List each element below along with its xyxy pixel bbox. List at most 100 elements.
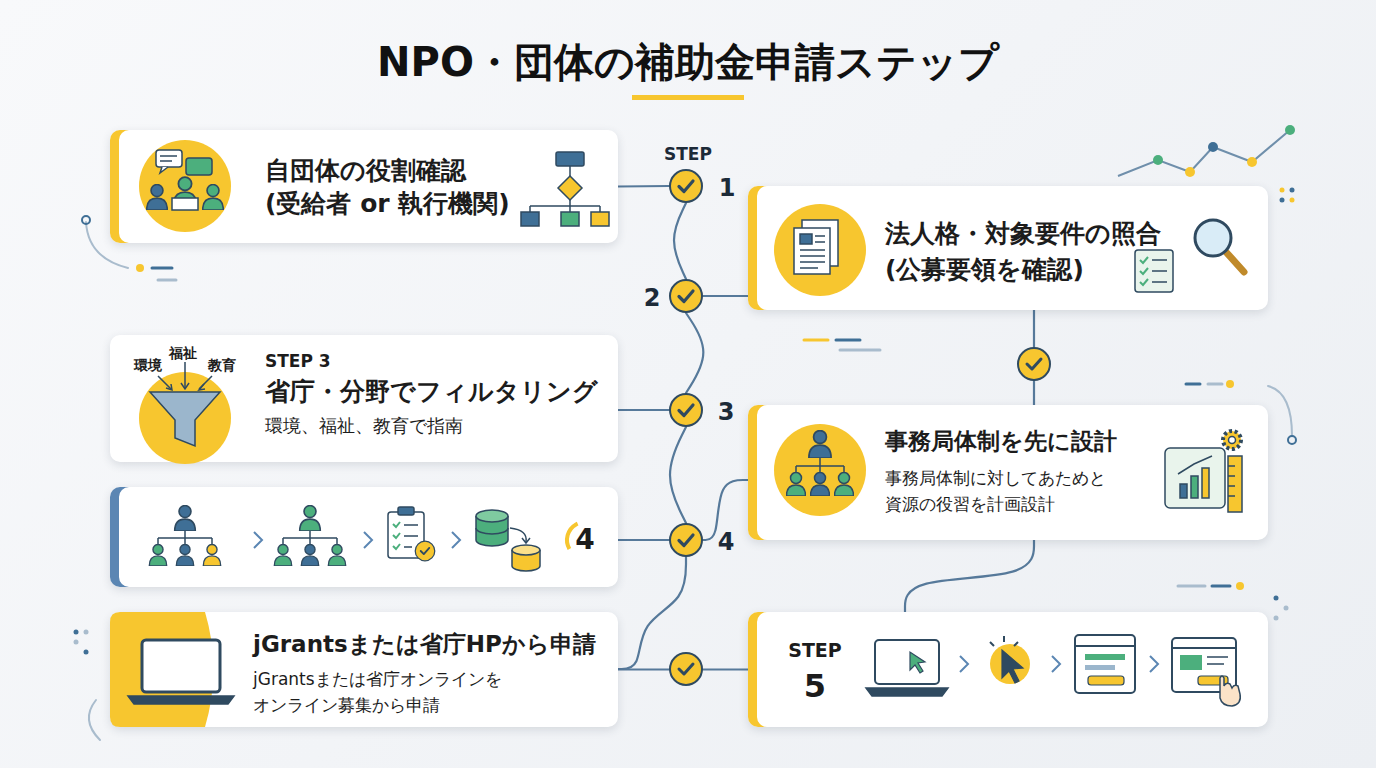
meeting-icon xyxy=(160,155,177,157)
checklist-icon xyxy=(1195,220,1231,256)
junction-check xyxy=(670,653,702,685)
plan-icon xyxy=(1228,456,1242,512)
process-icons xyxy=(203,544,220,566)
plan-icon xyxy=(1180,484,1187,498)
document-icon xyxy=(774,204,866,296)
checklist-icon xyxy=(1135,220,1244,292)
process-icons xyxy=(452,532,460,548)
line-chart-decoration xyxy=(1185,167,1195,177)
node-text: 5 xyxy=(780,666,850,706)
funnel-icon xyxy=(150,392,220,446)
meeting-icon xyxy=(147,185,168,210)
dash-decoration xyxy=(82,216,90,224)
laptop-icon xyxy=(110,612,234,727)
document-icon xyxy=(802,220,838,266)
process-icons xyxy=(149,506,609,571)
flowchart-icon xyxy=(558,176,582,200)
line-chart-decoration xyxy=(1290,188,1295,193)
title-underline xyxy=(632,95,744,100)
line-chart-decoration xyxy=(1118,125,1295,203)
online-flow-icons xyxy=(1150,656,1158,672)
flowchart-icon xyxy=(530,200,600,212)
line-chart-decoration xyxy=(1285,125,1295,135)
connector-line xyxy=(703,295,748,297)
step-circle: 2 xyxy=(669,279,703,313)
dash-decoration xyxy=(74,630,79,635)
dash-decoration xyxy=(84,630,89,635)
laptop-icon xyxy=(128,696,234,704)
online-flow-icons xyxy=(1075,635,1135,693)
process-icons xyxy=(398,507,414,515)
online-flow-icons xyxy=(1207,657,1228,664)
team-icon xyxy=(835,473,854,497)
node-text: 省庁・分野でフィルタリング xyxy=(265,375,610,409)
online-flow-icons xyxy=(866,688,948,696)
dash-decoration xyxy=(804,339,828,342)
check-mark xyxy=(671,281,701,311)
step-number: 4 xyxy=(716,527,736,557)
plan-icon xyxy=(1178,456,1212,474)
flowchart-icon xyxy=(569,166,571,176)
meeting-icon xyxy=(160,167,168,173)
check-mark xyxy=(679,535,693,546)
process-icons xyxy=(300,506,321,531)
step-circle: 4 xyxy=(669,523,703,557)
process-icons xyxy=(476,510,508,522)
online-flow-icons xyxy=(875,640,939,684)
dash-decoration xyxy=(158,279,176,282)
dash-decoration xyxy=(1212,585,1230,588)
connector-line xyxy=(618,668,748,670)
process-icons xyxy=(158,531,212,544)
process-icons xyxy=(254,532,262,548)
node-heading: STEP xyxy=(780,639,850,661)
node-heading: 4 xyxy=(575,523,595,557)
line-chart-decoration xyxy=(1290,198,1295,203)
step-box: STEP 5 xyxy=(748,612,1268,727)
document-icon xyxy=(774,204,866,296)
plan-icon xyxy=(1223,431,1241,449)
dash-decoration xyxy=(84,650,89,655)
flowchart-icon xyxy=(556,152,584,166)
process-icons xyxy=(512,550,540,571)
check-mark xyxy=(671,525,701,555)
process-icons xyxy=(393,522,400,549)
document-icon xyxy=(800,234,812,244)
process-icons xyxy=(512,545,540,555)
check-mark xyxy=(679,291,693,302)
icon-label: 環境 xyxy=(128,356,168,374)
process-icons xyxy=(175,506,196,531)
step-box: 自団体の役割確認 (受給者 or 執行機関) xyxy=(110,130,618,243)
document-icon xyxy=(794,228,830,274)
node-text: 事務局体制に対してあためと 資源の役習を計画設計 xyxy=(885,465,1135,517)
process-icons xyxy=(476,516,508,546)
online-flow-icons xyxy=(1220,676,1240,706)
process-icons xyxy=(522,538,530,543)
online-flow-icons xyxy=(1002,650,1023,683)
process-icons xyxy=(476,528,508,534)
process-icons xyxy=(510,528,526,542)
meeting-icon xyxy=(203,185,224,210)
checklist-icon xyxy=(1152,260,1167,282)
check-mark xyxy=(679,181,693,192)
line-chart-decoration xyxy=(1280,188,1285,193)
connector-line xyxy=(618,185,669,188)
connector-line xyxy=(670,427,686,523)
icon-label: 教育 xyxy=(202,356,242,374)
online-flow-icons xyxy=(866,635,1240,706)
flowchart-icon xyxy=(591,212,609,226)
connector-line xyxy=(618,557,686,669)
dash-decoration xyxy=(1178,585,1205,588)
team-icon xyxy=(796,458,844,472)
line-chart-decoration xyxy=(1247,157,1257,167)
dash-decoration xyxy=(86,222,128,268)
node-text: jGrantsまたは省庁オンラインを オンライン募集から申請 xyxy=(253,666,553,718)
team-icon xyxy=(809,431,831,458)
team-icon xyxy=(774,424,866,516)
node-text: 環境、福祉、教育で指南 xyxy=(265,413,605,439)
node-heading: 事務局体制を先に設計 xyxy=(885,425,1245,457)
step-circle: 3 xyxy=(669,393,703,427)
